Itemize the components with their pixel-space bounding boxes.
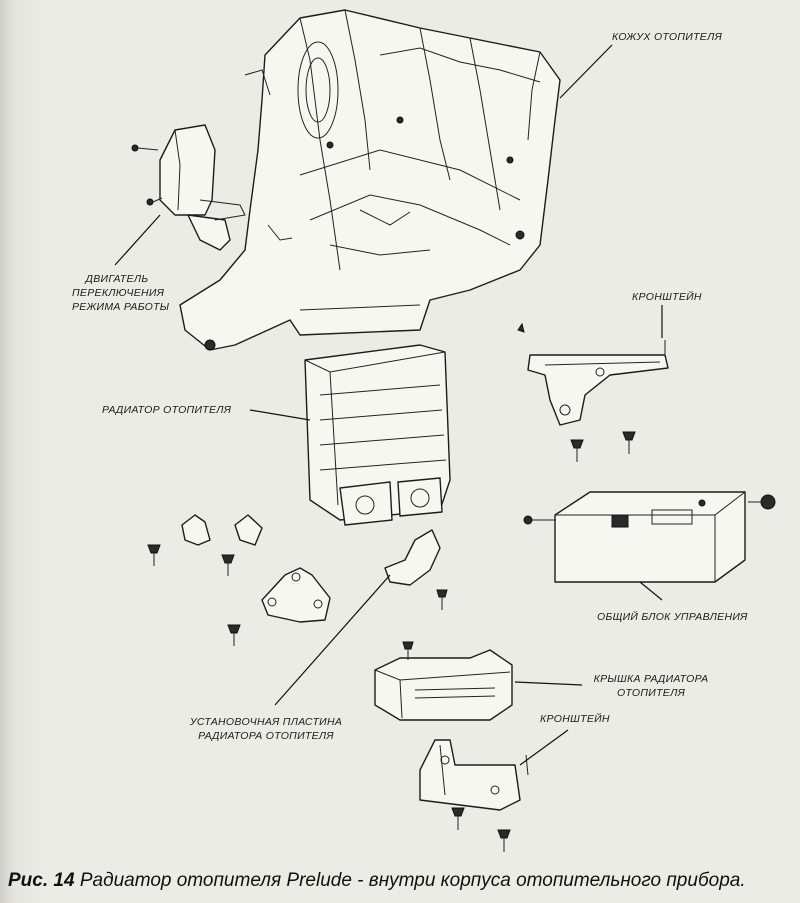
label-heater-casing: КОЖУХ ОТОПИТЕЛЯ <box>612 31 723 43</box>
label-mode-motor-line2: ПЕРЕКЛЮЧЕНИЯ <box>72 287 165 299</box>
caption-prefix: Рис. 14 <box>8 870 75 891</box>
heater-core <box>304 344 451 526</box>
label-heater-core: РАДИАТОР ОТОПИТЕЛЯ <box>102 404 232 416</box>
bracket-bottom <box>419 739 529 852</box>
label-core-cover-line2: ОТОПИТЕЛЯ <box>616 687 686 699</box>
label-core-cover: КРЫШКА РАДИАТОРА ОТОПИТЕЛЯ <box>586 672 716 700</box>
label-mounting-plate: УСТАНОВОЧНАЯ ПЛАСТИНА РАДИАТОРА ОТОПИТЕЛ… <box>176 715 356 743</box>
label-core-cover-line1: КРЫШКА РАДИАТОРА <box>593 673 709 685</box>
label-mode-motor: ДВИГАТЕЛЬ ПЕРЕКЛЮЧЕНИЯ РЕЖИМА РАБОТЫ <box>72 272 170 314</box>
mode-motor <box>131 124 246 251</box>
label-bracket-bottom: КРОНШТЕЙН <box>540 713 610 725</box>
core-cover <box>374 641 513 721</box>
bracket-top <box>527 340 669 462</box>
label-bracket-top: КРОНШТЕЙН <box>632 291 702 303</box>
label-mode-motor-line1: ДВИГАТЕЛЬ <box>85 273 149 285</box>
caption-text: Радиатор отопителя Prelude - внутри корп… <box>74 870 746 891</box>
label-mounting-plate-line2: РАДИАТОРА ОТОПИТЕЛЯ <box>198 730 334 742</box>
control-unit <box>523 491 776 583</box>
leader-lines <box>114 44 663 766</box>
label-control-unit: ОБЩИЙ БЛОК УПРАВЛЕНИЯ <box>597 611 748 623</box>
label-mode-motor-line3: РЕЖИМА РАБОТЫ <box>72 301 170 313</box>
clips-left <box>147 514 263 646</box>
label-mounting-plate-line1: УСТАНОВОЧНАЯ ПЛАСТИНА <box>189 716 343 728</box>
heater-casing <box>179 9 561 351</box>
figure-caption: Рис. 14 Радиатор отопителя Prelude - вну… <box>8 870 798 892</box>
mounting-plate <box>261 529 448 623</box>
